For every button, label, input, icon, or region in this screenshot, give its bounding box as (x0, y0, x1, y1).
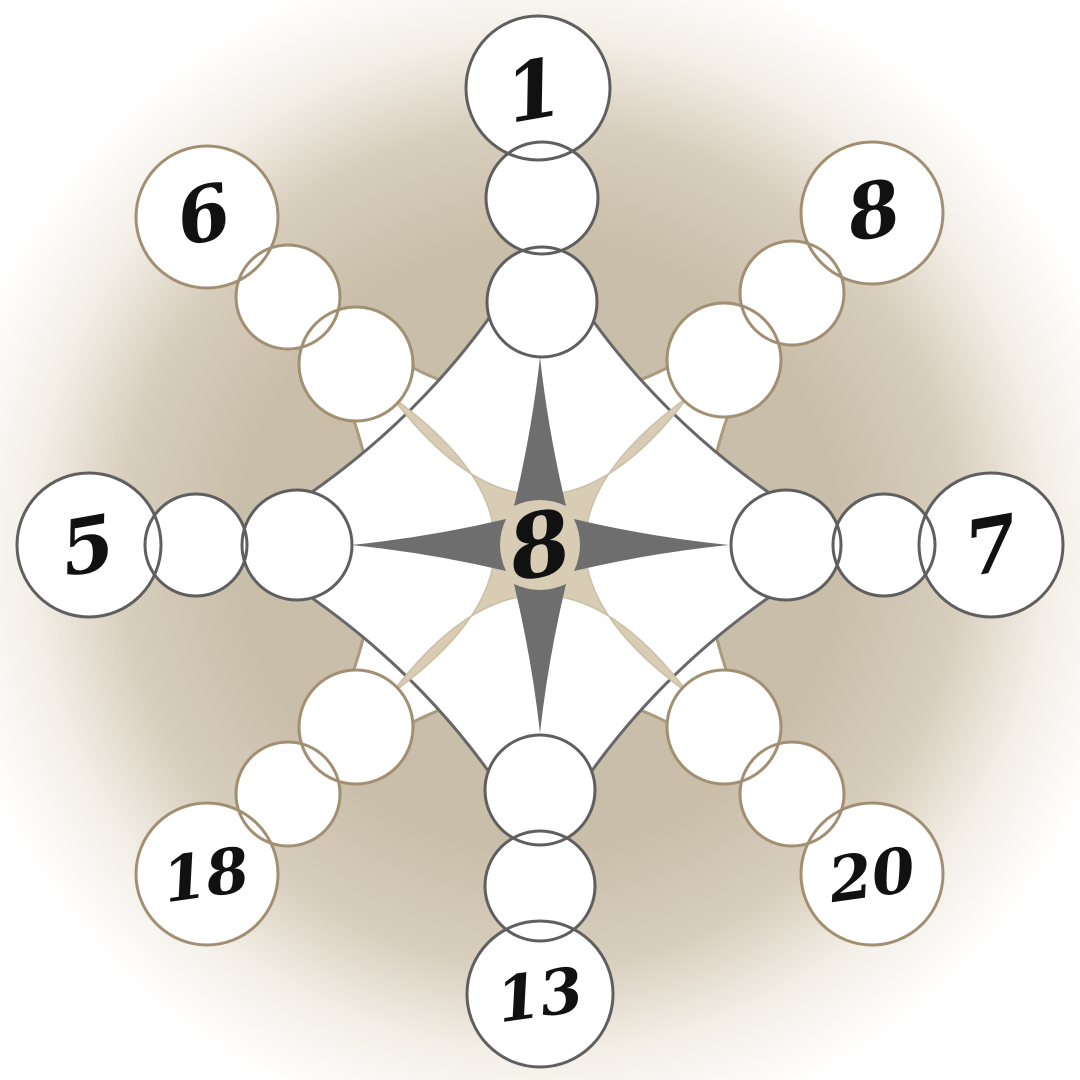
center-spike-bottom (514, 584, 566, 733)
spoke-left (15, 471, 354, 619)
clue-ring-top (464, 14, 612, 162)
clue-label-bottom-right: 20 (823, 833, 920, 917)
cell-bg (486, 142, 598, 254)
cell-bg (833, 494, 935, 596)
cell-bottom-left-outer[interactable] (234, 740, 342, 848)
cell-top-right-inner[interactable] (665, 301, 783, 419)
cell-bg (136, 146, 278, 288)
clue-ring-right (917, 471, 1065, 619)
cell-bg (667, 670, 781, 784)
cell-bg (487, 247, 597, 357)
cell-bg (485, 735, 595, 845)
cell-bg (145, 494, 247, 596)
cell-bg (236, 742, 340, 846)
cell-bg (801, 803, 943, 945)
cell-bg (731, 490, 841, 600)
clue-label-bottom-left: 18 (158, 833, 254, 917)
spoke-top-right (665, 140, 945, 419)
cell-bg (299, 670, 413, 784)
clue-ring-top-left (134, 144, 280, 290)
cell-bg (136, 803, 278, 945)
center-spike-left (351, 519, 506, 571)
cell-bg (740, 241, 844, 345)
spoke-right (729, 471, 1065, 619)
cell-top-left-outer[interactable] (234, 243, 342, 351)
spoke-bottom (465, 733, 615, 1069)
spoke-bottom-right (665, 668, 945, 947)
cell-right-inner[interactable] (729, 488, 843, 602)
cell-bg (485, 831, 595, 941)
cell-bottom-inner[interactable] (483, 733, 597, 847)
clue-ring-left (15, 471, 163, 619)
clue-ring-bottom-right (799, 801, 945, 947)
spoke-bottom-left (134, 668, 415, 947)
cell-bg (299, 307, 413, 421)
spoke-top (464, 14, 612, 359)
cell-bg (919, 473, 1063, 617)
cell-bg (801, 142, 943, 284)
cell-right-outer[interactable] (831, 492, 937, 598)
clue-ring-bottom-left (134, 801, 280, 947)
center-spike-right (574, 519, 729, 571)
cell-backgrounds (17, 16, 1063, 1067)
cell-bg (667, 303, 781, 417)
cell-bottom-right-inner[interactable] (665, 668, 783, 786)
cell-bg (242, 490, 352, 600)
clue-ring-bottom (465, 919, 615, 1069)
cell-left-inner[interactable] (240, 488, 354, 602)
clue-ring-top-right (799, 140, 945, 286)
spoke-top-left (134, 144, 415, 423)
cell-bg (467, 921, 613, 1067)
cell-bg (17, 473, 161, 617)
cell-bg (740, 742, 844, 846)
cell-bg (466, 16, 610, 160)
cell-bottom-left-inner[interactable] (297, 668, 415, 786)
cell-top-left-inner[interactable] (297, 305, 415, 423)
cell-bottom-right-outer[interactable] (738, 740, 846, 848)
cell-bg (236, 245, 340, 349)
cell-top-right-outer[interactable] (738, 239, 846, 347)
center-spike-top (514, 357, 566, 506)
clue-label-bottom: 13 (492, 953, 588, 1037)
cell-bottom-outer[interactable] (483, 829, 597, 943)
cell-top-outer[interactable] (484, 140, 600, 256)
cell-top-inner[interactable] (485, 245, 599, 359)
cell-left-outer[interactable] (143, 492, 249, 598)
